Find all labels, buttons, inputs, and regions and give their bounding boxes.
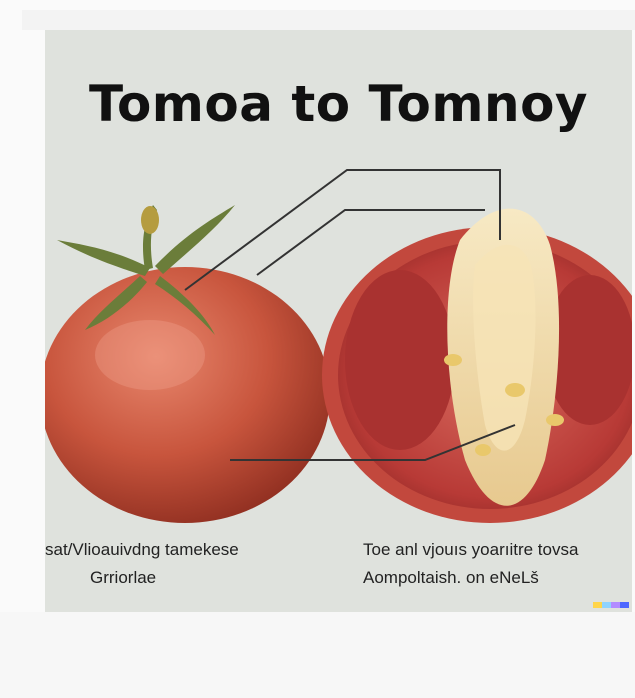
color-swatches xyxy=(593,602,629,608)
swatch-purple xyxy=(611,602,620,608)
caption-left-line2: Grriorlae xyxy=(90,568,156,588)
diagram-title: Tomoa to Tomnoy xyxy=(45,75,632,133)
caption-right-line2: Aompoltaish. on eNeLš xyxy=(363,568,539,588)
caption-left-line1: sat/Vlioauivdng tamekese xyxy=(45,540,239,560)
cut-tomato xyxy=(322,209,632,523)
swatch-blue xyxy=(620,602,629,608)
diagram-card: Tomoa to Tomnoy sat/Vlioauivdng tamekese… xyxy=(45,30,632,612)
caption-right-line1: Toe anl vjouıs yoarıitre tovsa xyxy=(363,540,578,560)
image-frame-top xyxy=(22,10,635,30)
swatch-light-blue xyxy=(602,602,611,608)
swatch-yellow xyxy=(593,602,602,608)
page-bottom-area xyxy=(0,612,635,698)
